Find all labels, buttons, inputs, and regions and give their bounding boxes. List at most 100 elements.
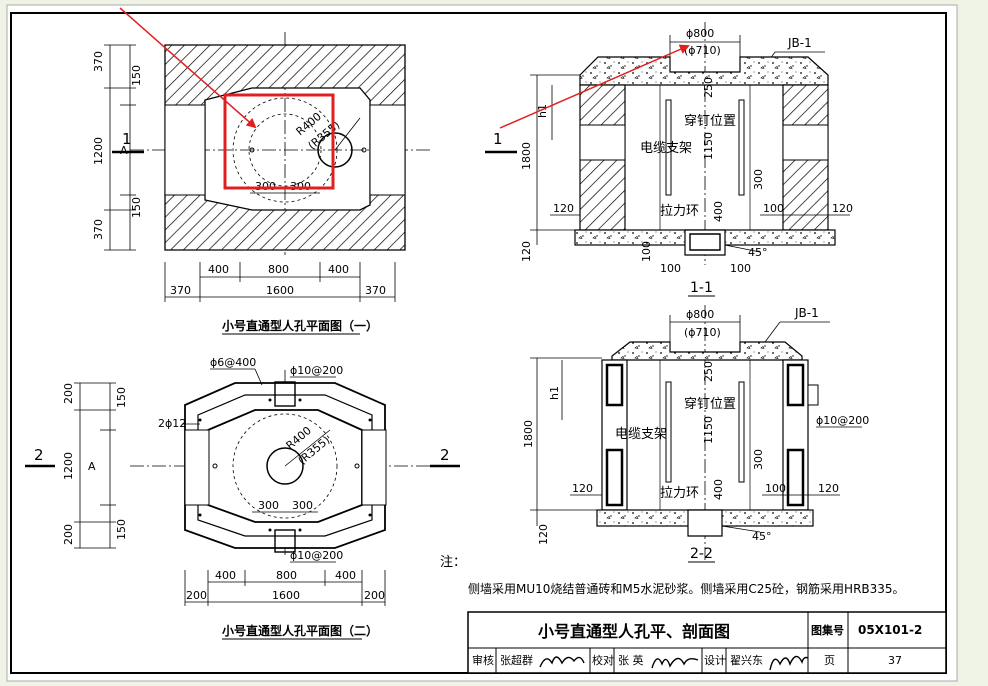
section-1-label: 1-1: [690, 280, 713, 296]
dim-100-right: 100: [765, 482, 786, 495]
sump: [684, 229, 726, 256]
check-name: 张 英: [618, 653, 644, 667]
dim-bottom: 200: [364, 589, 385, 602]
rebar-cage: [605, 448, 624, 507]
dim-left: 150: [130, 65, 143, 86]
dim-left: 150: [115, 519, 128, 540]
manhole-outer-circle: [232, 413, 338, 519]
bottom-bar: [274, 529, 296, 553]
side-duct-right: [369, 104, 406, 196]
section-mark-2-right: 2: [440, 446, 450, 464]
dim-left: 1200: [92, 137, 105, 165]
plan-view-2: R400 (R355) 300 300 ϕ6@400 ϕ10@200 ϕ10@2…: [25, 356, 460, 640]
dia-outer: ϕ800: [686, 308, 714, 321]
rebar-cage: [605, 363, 624, 407]
angle-label: 45°: [752, 530, 772, 543]
spacing-right: 300: [292, 499, 313, 512]
dim-1150: 1150: [702, 132, 715, 160]
label-ring: 拉力环: [660, 486, 699, 501]
section-2-label: 2-2: [690, 546, 713, 562]
dim-bottom: 370: [365, 284, 386, 297]
section-1-1: ϕ800 (ϕ710) JB-1 45° 1800 h1 120 250: [520, 22, 853, 297]
dim-left: 1200: [62, 452, 75, 480]
radius-leader: [284, 429, 331, 467]
section-mark-2-left: 2: [34, 446, 44, 464]
total-height: 1800: [520, 142, 533, 170]
dim-300: 300: [752, 169, 765, 190]
page-number: 37: [888, 654, 902, 667]
dim-left: 370: [92, 51, 105, 72]
dim-bottom-top: 800: [276, 569, 297, 582]
dim-left: A: [88, 460, 96, 473]
label-nail: 穿钉位置: [684, 113, 736, 129]
manhole-opening: [266, 447, 304, 485]
side-duct-left: [164, 104, 206, 196]
top-slab: [579, 56, 829, 86]
signature-checker: [651, 657, 699, 669]
highlight-box: [223, 93, 335, 190]
radius-leader: [334, 117, 361, 151]
dim-120-right: 120: [832, 202, 853, 215]
dim-300: 300: [752, 449, 765, 470]
top-bar: [274, 381, 296, 407]
dim-400: 400: [712, 479, 725, 500]
total-height: 1800: [522, 420, 535, 448]
manhole-outer-circle: [232, 97, 338, 203]
pull-ring-mark: [212, 463, 218, 469]
rebar-label-top-left: ϕ6@400: [210, 356, 256, 369]
dim-bottom: 370: [170, 284, 191, 297]
rebar-label: ϕ10@200: [816, 414, 869, 427]
dim-bottom-top: 400: [215, 569, 236, 582]
manhole-middle-circle: [248, 113, 322, 187]
dim-left: 150: [115, 387, 128, 408]
title-text: 小号直通型人孔平、剖面图: [538, 622, 730, 641]
dim-bottom: 1600: [266, 284, 294, 297]
dim-bottom: 1600: [272, 589, 300, 602]
notes-heading: 注：: [440, 555, 466, 570]
spacing-left: 300: [258, 499, 279, 512]
angle-label: 45°: [748, 246, 768, 259]
rebar-label-side: 2ϕ12: [158, 417, 186, 430]
side-duct-right: [361, 429, 387, 506]
dim-bottom-top: 400: [335, 569, 356, 582]
section-mark-1-right: 1: [493, 130, 503, 148]
duct-opening-right: [782, 124, 829, 161]
cable-bracket-left: [665, 381, 672, 483]
arrow-to-plan: [119, 7, 257, 129]
side-duct-left: [184, 429, 210, 506]
design-label: 设计: [704, 654, 726, 667]
dim-left: 150: [130, 197, 143, 218]
signature-designer: [769, 655, 809, 671]
dim-bottom-top: 400: [328, 263, 349, 276]
sump: [687, 509, 723, 537]
design-name: 翟兴东: [730, 654, 763, 667]
cable-bracket-right: [738, 99, 745, 196]
plan-view-1: R400 (R355) 300 300 1 1 370 150 1200 A 1…: [92, 32, 517, 335]
dim-left: 200: [62, 524, 75, 545]
top-slab: [611, 341, 803, 361]
rebar-cage: [786, 448, 805, 507]
atlas-label: 图集号: [811, 623, 844, 637]
dim-100-a: 100: [640, 241, 653, 262]
page-label: 页: [824, 654, 835, 667]
atlas-number: 05X101-2: [858, 623, 922, 637]
rebar-label-top-right: ϕ10@200: [290, 364, 343, 377]
base-dim: 120: [537, 524, 550, 545]
dia-outer: ϕ800: [686, 27, 714, 40]
dia-inner: (ϕ710): [684, 44, 721, 57]
pull-ring-mark: [361, 147, 367, 153]
check-label: 校对: [592, 653, 614, 667]
dim-400: 400: [712, 201, 725, 222]
label-nail: 穿钉位置: [684, 396, 736, 412]
review-name: 张超群: [500, 653, 533, 667]
manhole-opening: [317, 132, 353, 168]
cable-bracket-right: [738, 381, 745, 483]
review-label: 审核: [472, 653, 494, 667]
dim-250: 250: [702, 361, 715, 382]
duct-opening-left: [579, 124, 626, 161]
title-block: 小号直通型人孔平、剖面图 图集号 05X101-2 页 37 审核 张超群 校对…: [467, 611, 947, 674]
dim-1150: 1150: [702, 416, 715, 444]
dim-100-b: 100: [660, 262, 681, 275]
dim-left: 200: [62, 383, 75, 404]
red-annotations: [119, 7, 690, 190]
